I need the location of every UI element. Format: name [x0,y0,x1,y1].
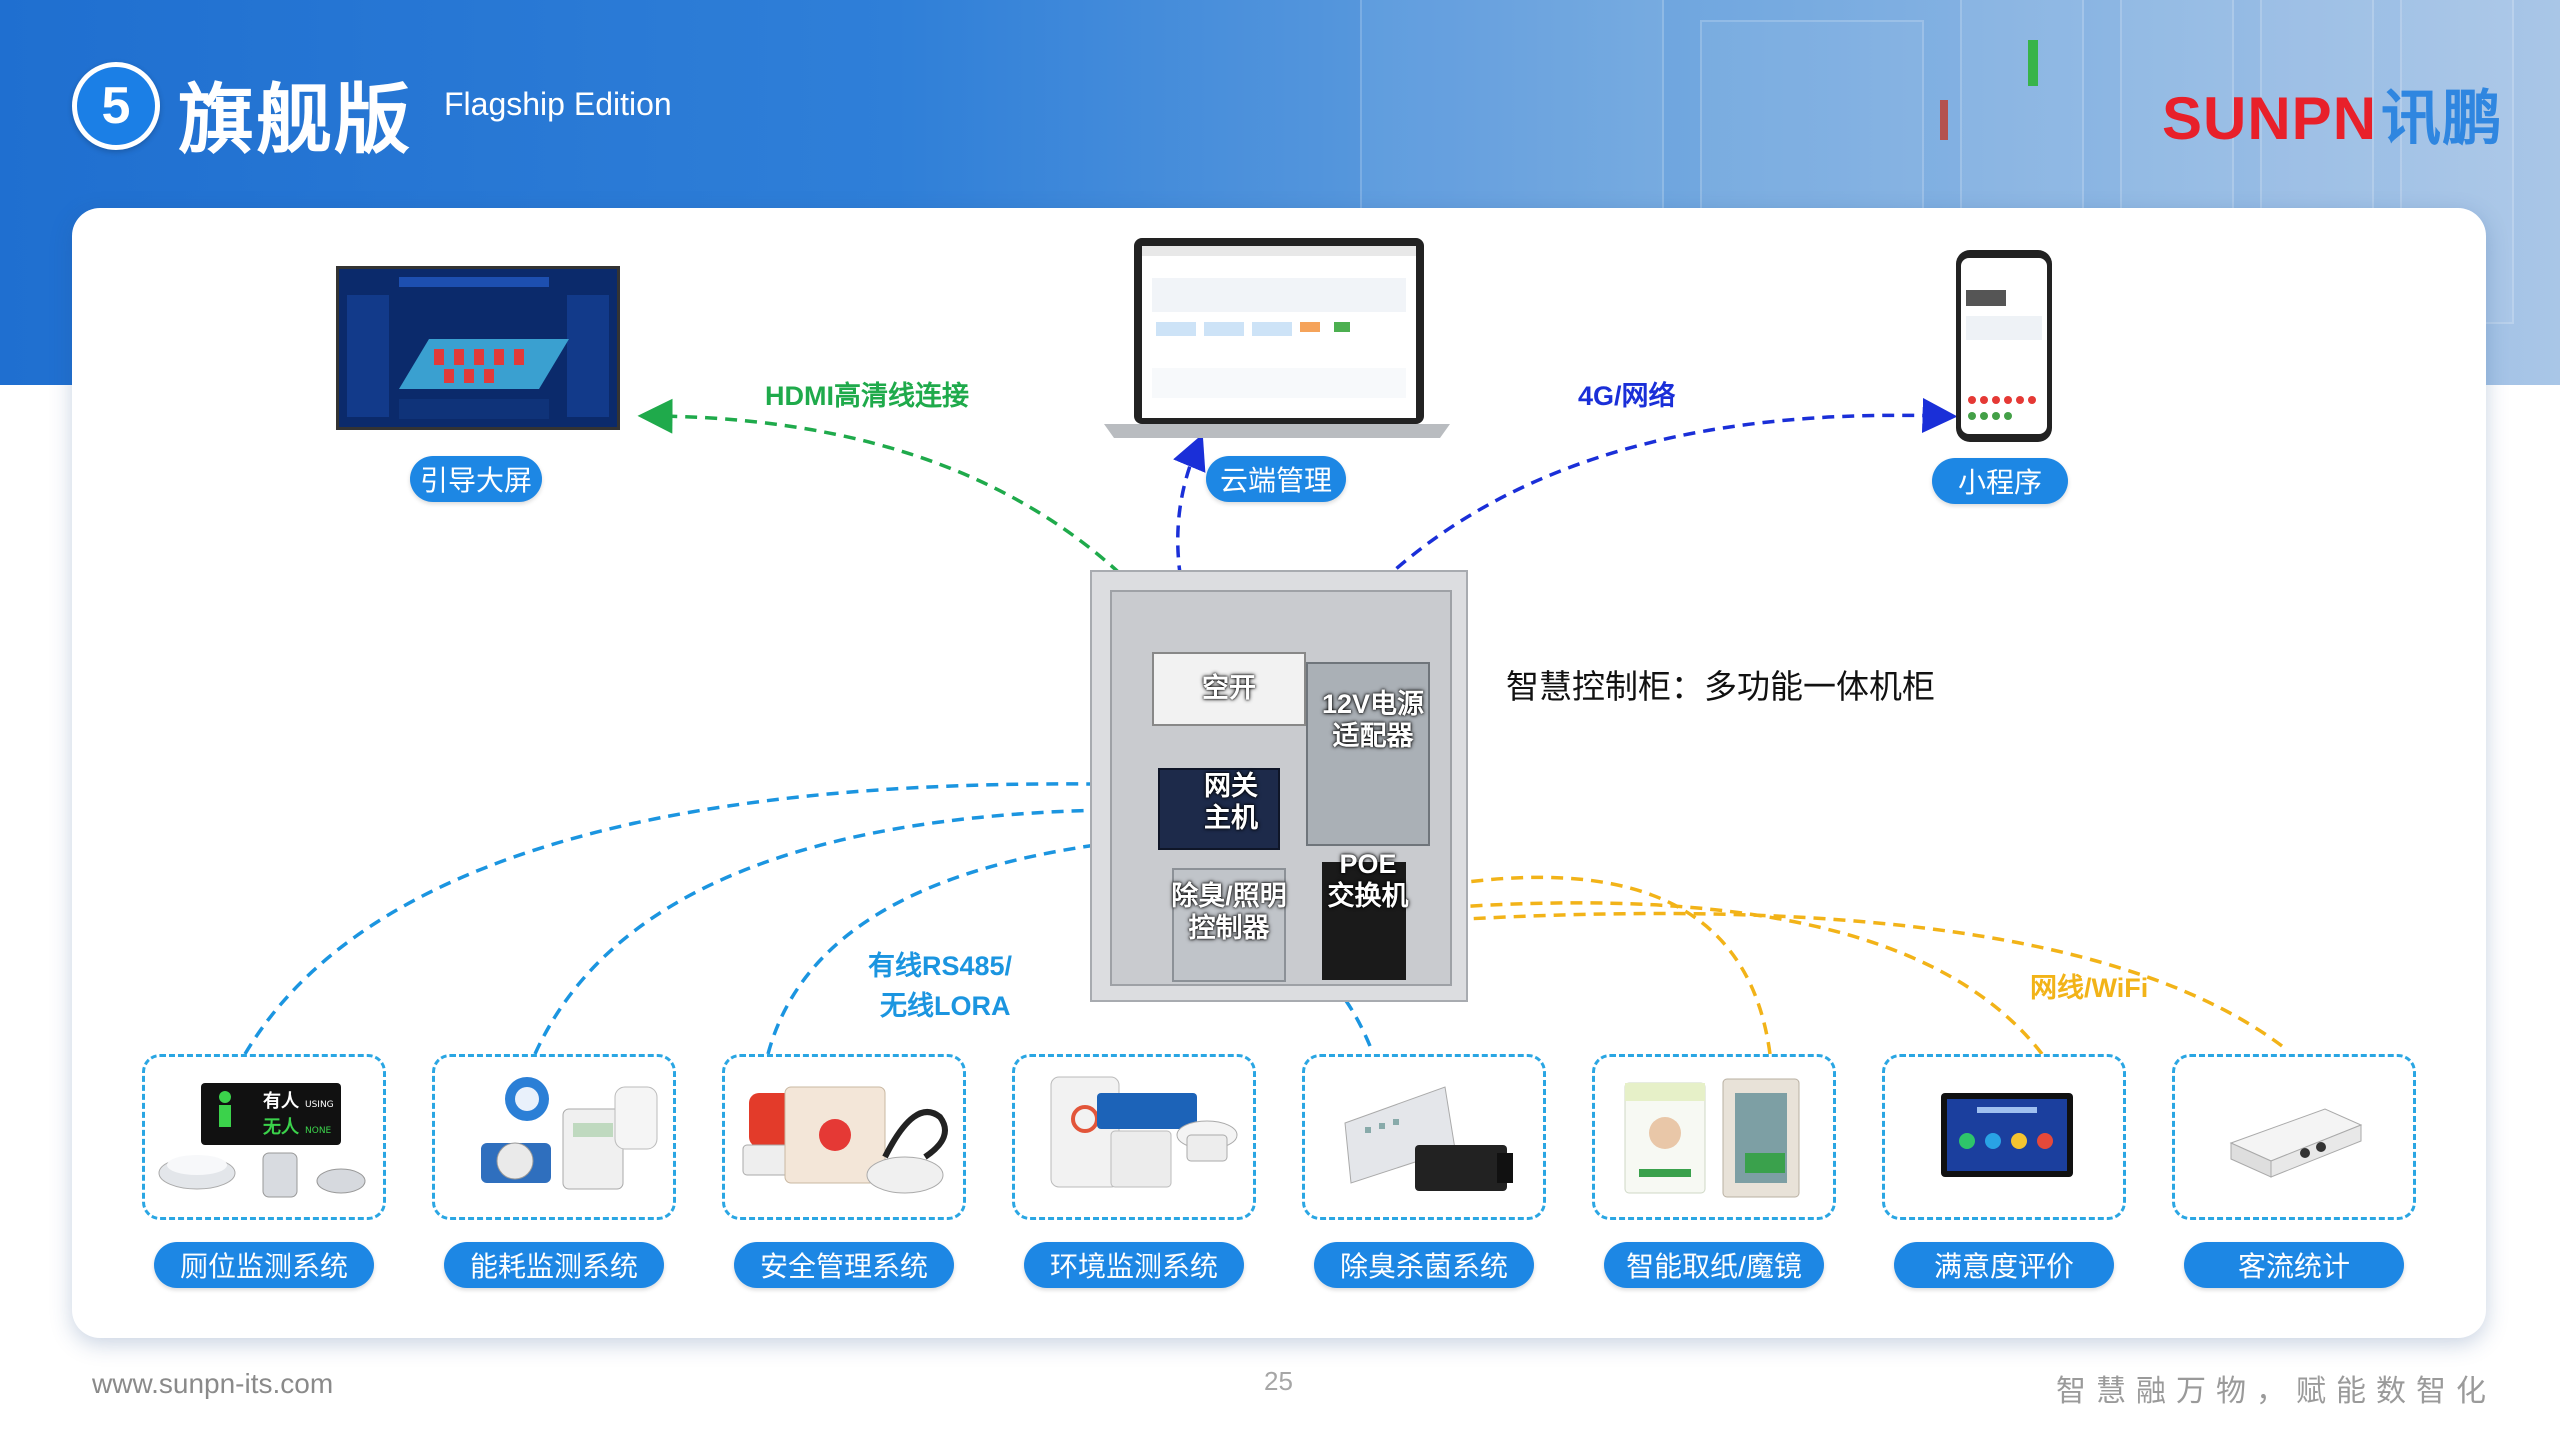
mini-program-phone-image [1956,250,2052,442]
system-box-traffic [2172,1054,2416,1220]
system-box-environment [1012,1054,1256,1220]
energy-meter-icon [481,1077,658,1190]
page-number: 25 [1264,1366,1293,1396]
hdmi-label: HDMI高清线连接 [765,381,969,411]
alarm-button-icon [742,1086,948,1194]
rs485-label-line1: 有线RS485/ [868,951,1013,981]
system-label-environment: 环境监测系统 [1024,1242,1244,1288]
deodor-controller-unit [1172,868,1286,982]
wifi-line-1 [1397,869,1772,1055]
section-number-badge: 5 [72,62,160,150]
wifi-line-3 [1397,903,2284,1048]
cabinet-description: 智慧控制柜：多功能一体机柜 [1506,668,1935,705]
system-box-deodorize [1302,1054,1546,1220]
control-cabinet [1090,570,1468,1002]
cabinet-gateway-line2: 主机 [1204,803,1258,833]
wifi-label: 网线/WiFi [2030,973,2149,1003]
power-adapter-unit [1306,662,1430,846]
system-label-satisfaction: 满意度评价 [1894,1242,2114,1288]
sign-occupied-text: 有人 [263,1090,300,1112]
smart-mirror-icon [1624,1078,1800,1198]
cabinet-power-line1: 12V电源 [1321,689,1425,719]
cabinet-poe-line1: POE [1339,849,1397,879]
wifi-line-2 [1397,891,2044,1056]
people-counter-icon [2229,1108,2363,1178]
cloud-laptop-image [1104,238,1450,438]
system-box-mirror [1592,1054,1836,1220]
cabinet-power-line2: 适配器 [1332,721,1414,751]
cabinet-gateway-label: 网关主机 [1196,770,1266,834]
display-screen-icon [339,269,617,427]
environment-sensor-icon [1050,1076,1238,1188]
cabinet-air-switch-label: 空开 [1202,673,1256,703]
logo-cn: 讯鹏 [2381,85,2504,152]
sign-none-text: NONE [305,1126,332,1136]
sign-vacant-text: 无人 [263,1117,300,1138]
cabinet-deodor-label: 除臭/照明控制器 [1166,880,1292,944]
cabinet-deodor-line2: 控制器 [1188,913,1270,943]
network-4g-label: 4G/网络 [1578,381,1676,411]
top-device-label-screen: 引导大屏 [410,456,542,502]
laptop-icon [1104,238,1450,438]
brand-logo: SUNPN讯鹏 [2162,70,2503,157]
rs485-label-line2: 无线LORA [880,991,1011,1021]
system-label-mirror: 智能取纸/魔镜 [1604,1242,1824,1288]
system-label-security: 安全管理系统 [734,1242,954,1288]
cabinet-power-label: 12V电源适配器 [1318,688,1428,752]
system-label-deodorize: 除臭杀菌系统 [1314,1242,1534,1288]
system-label-energy: 能耗监测系统 [444,1242,664,1288]
system-box-satisfaction [1882,1054,2126,1220]
wired-line-3 [766,819,1203,1055]
deodorizer-icon [1344,1086,1513,1191]
gateway-unit [1158,768,1280,850]
cabinet-poe-line2: 交换机 [1327,881,1409,911]
footer-slogan: 智慧融万物，赋能数智化 [2056,1375,2496,1408]
guide-screen-image [336,266,620,430]
top-device-label-cloud: 云端管理 [1206,456,1346,502]
footer-url: www.sunpn-its.com [92,1368,334,1399]
logo-en: SUNPN [2162,85,2378,152]
occupancy-sensor-icon: 有人 USING 无人 NONE [158,1083,366,1198]
system-box-security [722,1054,966,1220]
wired-line-2 [533,792,1203,1055]
sign-using-text: USING [305,1100,334,1110]
wired-line-1 [243,767,1203,1055]
system-label-traffic: 客流统计 [2184,1242,2404,1288]
smartphone-icon [1956,250,2052,442]
system-box-occupancy: 有人 USING 无人 NONE [142,1054,386,1220]
cabinet-gateway-line1: 网关 [1204,771,1258,801]
poe-switch-unit [1322,862,1406,980]
air-switch-unit [1152,652,1306,726]
system-box-energy [432,1054,676,1220]
rating-panel-icon [1941,1093,2073,1177]
cabinet-deodor-line1: 除臭/照明 [1171,881,1287,911]
page-title: 旗舰版 [178,78,412,163]
system-label-occupancy: 厕位监测系统 [154,1242,374,1288]
top-device-label-mini-program: 小程序 [1932,458,2068,504]
page-subtitle: Flagship Edition [444,86,672,122]
